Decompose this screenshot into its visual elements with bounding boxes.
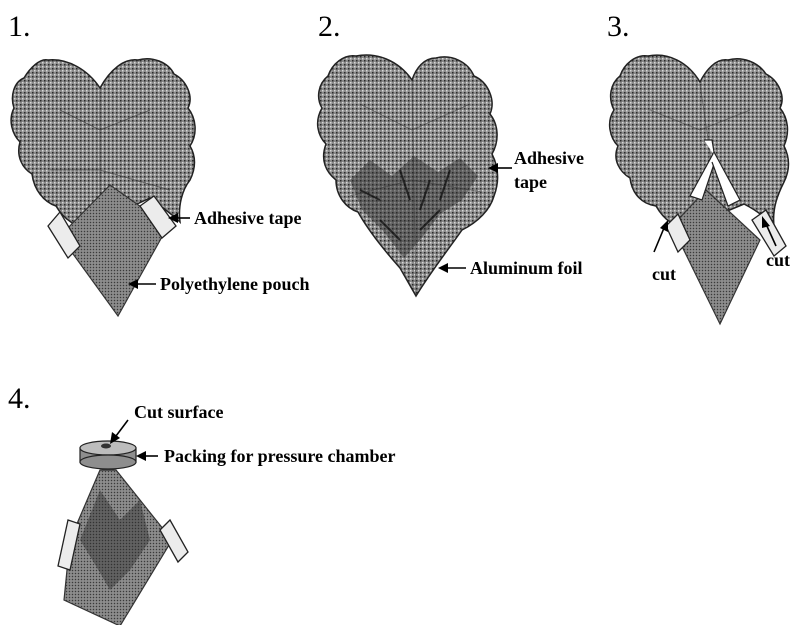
step-1-polyethylene-pouch-label: Polyethylene pouch bbox=[160, 274, 310, 294]
step-2-number: 2. bbox=[318, 10, 341, 43]
step-4-panel: 4. Cut surface Packing for pressure cham… bbox=[8, 382, 396, 625]
step-4-cut-surface-label: Cut surface bbox=[134, 402, 223, 422]
step-3-cut-right-label: cut bbox=[766, 250, 790, 270]
step-3-number: 3. bbox=[607, 10, 630, 43]
step-2-panel: 2. Adhesive tape Aluminum foil bbox=[318, 10, 584, 296]
step-4-packing-label: Packing for pressure chamber bbox=[164, 446, 396, 466]
step-2-adhesive-label: Adhesive bbox=[514, 148, 584, 168]
step-4-packing bbox=[80, 441, 136, 469]
step-1-number: 1. bbox=[8, 10, 31, 43]
step-4-cut-surface bbox=[101, 444, 111, 449]
step-3-panel: 3. cut cut bbox=[607, 10, 790, 324]
step-1-adhesive-tape-label: Adhesive tape bbox=[194, 208, 302, 228]
step-3-cut-left-label: cut bbox=[652, 264, 676, 284]
step-4-number: 4. bbox=[8, 382, 31, 415]
step-2-aluminum-foil-label: Aluminum foil bbox=[470, 258, 583, 278]
step-1-panel: 1. Adhesive tape Polyethylene pouch bbox=[8, 10, 310, 316]
step-2-tape-label: tape bbox=[514, 172, 547, 192]
